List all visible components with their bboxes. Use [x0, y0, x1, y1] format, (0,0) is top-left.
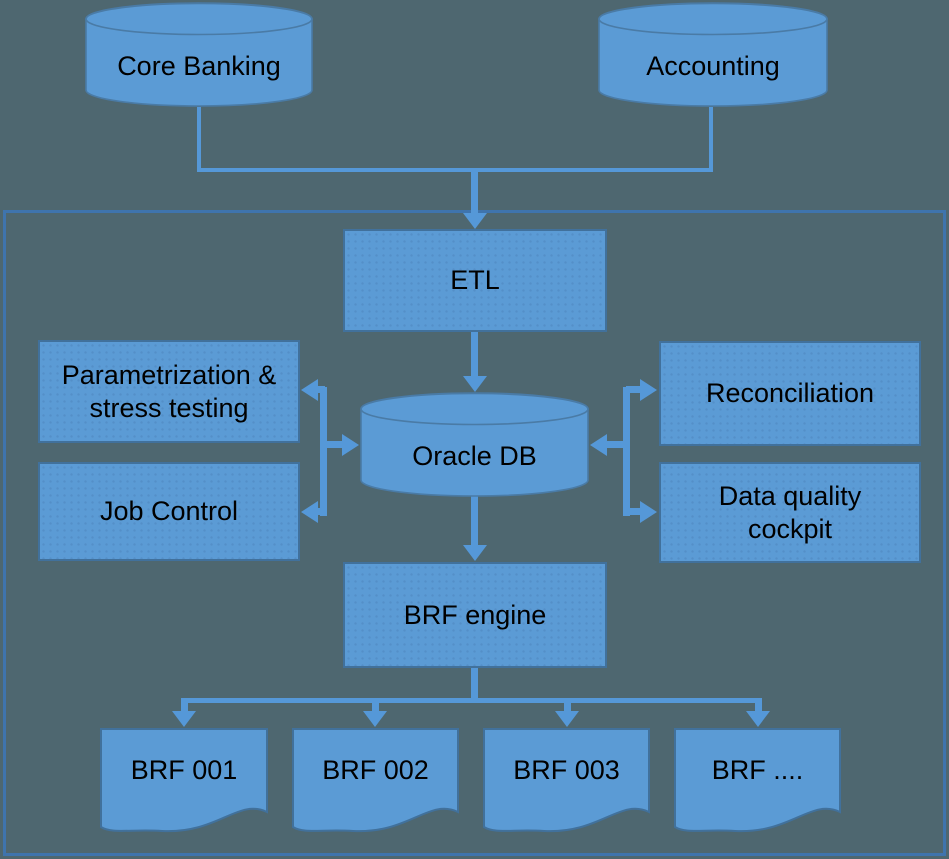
- connector-oracle-to-brf: [471, 496, 478, 545]
- arrowhead-into-brf001: [172, 711, 196, 727]
- arrowhead-into-brf003: [555, 711, 579, 727]
- connector-left-top-arm: [315, 386, 325, 393]
- arrowhead-into-brf002: [363, 711, 387, 727]
- accounting-cylinder: [598, 2, 828, 107]
- connector-left-middle-arm: [325, 441, 345, 448]
- connector-drop-brf001: [181, 700, 188, 712]
- connector-drop-brfmore: [755, 700, 762, 712]
- brf-engine-box: BRF engine: [343, 562, 607, 668]
- arrowhead-into-brf-engine: [463, 545, 487, 561]
- brf-002-document: [292, 728, 459, 833]
- brf-engine-label: BRF engine: [403, 599, 547, 630]
- connector-merge-line: [197, 168, 713, 172]
- connector-drop-brf002: [372, 700, 379, 712]
- data-quality-label-line1: Data quality: [718, 480, 862, 511]
- connector-accounting-drop: [709, 107, 713, 170]
- arrowhead-into-brfmore: [746, 711, 770, 727]
- brf-003-document: [483, 728, 650, 833]
- connector-distribution-line: [181, 698, 762, 703]
- connector-etl-to-oracle: [471, 332, 478, 377]
- arrowhead-into-oracle: [463, 376, 487, 392]
- reconciliation-label: Reconciliation: [705, 378, 875, 408]
- connector-drop-brf003: [564, 700, 571, 712]
- connector-left-bottom-arm: [315, 508, 325, 515]
- arrowhead-into-reconciliation: [640, 379, 657, 401]
- connector-right-bracket: [623, 387, 630, 516]
- connector-left-bracket: [320, 387, 327, 516]
- connector-right-top-arm: [626, 386, 642, 393]
- parametrization-box: Parametrization & stress testing: [38, 340, 300, 443]
- arrowhead-into-data-quality: [640, 501, 657, 523]
- data-quality-box: Data quality cockpit: [659, 462, 921, 563]
- etl-box: ETL: [343, 229, 607, 332]
- arrowhead-into-job-control: [301, 501, 318, 523]
- job-control-box: Job Control: [38, 462, 300, 561]
- connector-brf-drop: [471, 668, 478, 700]
- connector-right-middle-arm: [606, 441, 628, 448]
- connector-merge-to-etl: [471, 170, 478, 213]
- brf-001-document: [100, 728, 268, 833]
- parametrization-label-line1: Parametrization &: [61, 359, 277, 390]
- connector-right-bottom-arm: [626, 508, 642, 515]
- connector-core-banking-drop: [197, 107, 201, 170]
- arrowhead-into-oracle-left: [342, 434, 359, 456]
- parametrization-label-line2: stress testing: [89, 392, 249, 423]
- data-quality-label-line2: cockpit: [747, 513, 833, 544]
- arrowhead-into-etl: [463, 213, 487, 229]
- arrowhead-into-parametrization: [301, 379, 318, 401]
- oracle-db-cylinder: [360, 392, 589, 497]
- arrowhead-into-oracle-right: [590, 434, 607, 456]
- job-control-label: Job Control: [99, 496, 239, 526]
- etl-label: ETL: [450, 265, 500, 295]
- core-banking-cylinder: [85, 2, 313, 107]
- brf-more-document: [674, 728, 841, 833]
- reconciliation-box: Reconciliation: [659, 341, 921, 446]
